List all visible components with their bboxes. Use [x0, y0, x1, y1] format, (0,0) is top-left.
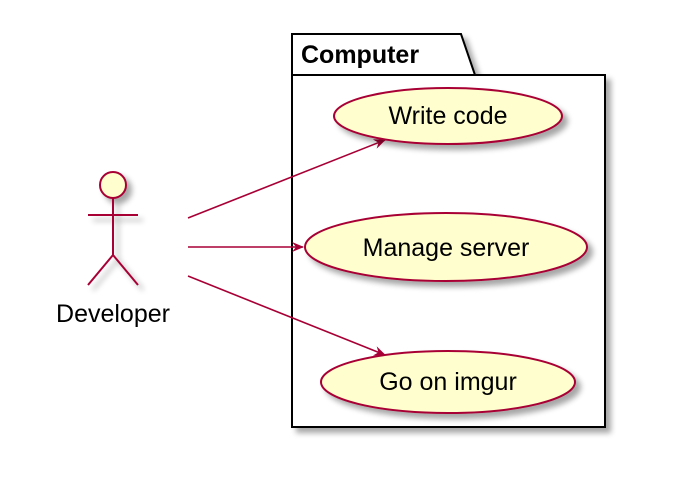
use-case-ellipse	[320, 350, 576, 414]
use-case-label: Manage server	[363, 234, 530, 262]
use-case-label: Write code	[388, 102, 507, 130]
relation-actor-write-code	[187, 139, 386, 219]
actor-left-leg	[87, 254, 114, 286]
actor-head	[99, 171, 127, 199]
use-case-ellipse	[304, 212, 588, 282]
actor-label: Developer	[56, 300, 170, 328]
use-case-go-on-imgur: Go on imgur	[320, 350, 576, 414]
actor-right-leg	[112, 254, 139, 286]
use-case-ellipse	[333, 87, 563, 145]
use-case-write-code: Write code	[333, 87, 563, 145]
relations	[187, 139, 386, 356]
relation-actor-go-on-imgur	[187, 275, 386, 356]
package-label: Computer	[301, 41, 419, 69]
use-case-label: Go on imgur	[379, 368, 517, 396]
use-case-manage-server: Manage server	[304, 212, 588, 282]
actor-developer	[87, 171, 139, 286]
